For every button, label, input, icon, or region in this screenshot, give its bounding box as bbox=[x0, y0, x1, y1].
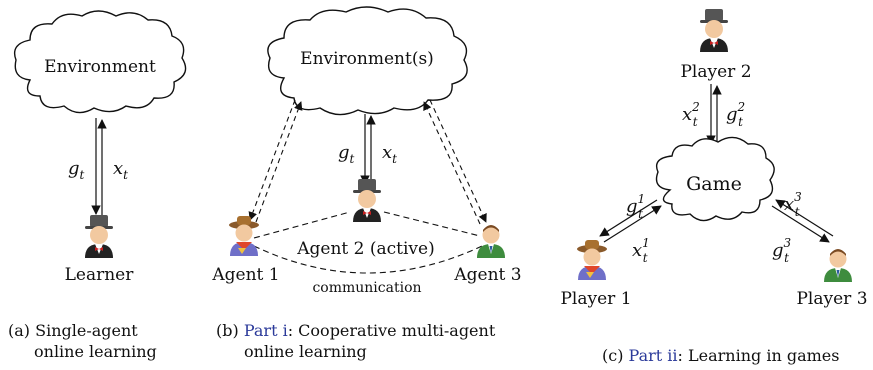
dashed-arrow bbox=[429, 99, 487, 223]
caption-tag: (a) bbox=[8, 321, 31, 340]
cloud-icon bbox=[13, 10, 187, 114]
panel-a: Environment gt xt Learner bbox=[13, 10, 187, 285]
agent2-label: Agent 2 (active) bbox=[296, 239, 434, 259]
x-label: xt bbox=[113, 158, 128, 182]
player3-label: Player 3 bbox=[796, 289, 867, 309]
caption-b: (b) Part i: Cooperative multi-agent onli… bbox=[216, 320, 495, 362]
part-one-link[interactable]: Part i bbox=[243, 321, 288, 340]
cloud-label: Environment(s) bbox=[300, 49, 434, 69]
panel-b: Environment(s) gt xt Agent 1 Agent 2 (ac… bbox=[211, 6, 522, 296]
cloud-icon bbox=[655, 136, 775, 222]
g-label: gt bbox=[68, 158, 85, 182]
dashed-arrow bbox=[248, 99, 296, 221]
arrow bbox=[771, 205, 830, 243]
cowboy-icon bbox=[577, 240, 607, 280]
agent1-label: Agent 1 bbox=[211, 265, 279, 285]
caption-text: online learning bbox=[34, 342, 157, 361]
comm-line bbox=[383, 211, 481, 237]
communication-label: communication bbox=[312, 280, 421, 296]
arrow bbox=[603, 205, 662, 243]
caption-text: online learning bbox=[244, 342, 367, 361]
tuxedo-person-icon bbox=[700, 9, 728, 52]
caption-text: Single-agent bbox=[35, 321, 138, 340]
green-person-icon bbox=[824, 249, 852, 282]
caption-text: : Learning in games bbox=[677, 346, 840, 365]
cowboy-icon bbox=[229, 216, 259, 256]
g-label: gt bbox=[338, 142, 355, 166]
caption-tag: (b) bbox=[216, 321, 239, 340]
cloud-label: Environment bbox=[44, 57, 156, 77]
green-person-icon bbox=[477, 225, 505, 258]
caption-text: : Cooperative multi-agent bbox=[287, 321, 496, 340]
tuxedo-person-icon bbox=[353, 179, 381, 222]
learner-label: Learner bbox=[65, 265, 135, 285]
caption-a: (a) Single-agent online learning bbox=[8, 320, 157, 362]
cloud-icon bbox=[267, 6, 468, 116]
x-label: xt bbox=[382, 142, 397, 166]
agent3-label: Agent 3 bbox=[453, 265, 521, 285]
tuxedo-person-icon bbox=[85, 215, 113, 258]
player1-label: Player 1 bbox=[560, 289, 631, 309]
arrow bbox=[775, 199, 834, 237]
comm-line bbox=[253, 211, 351, 239]
dashed-arrow bbox=[255, 101, 303, 223]
player2-label: Player 2 bbox=[680, 62, 751, 82]
arrow bbox=[599, 199, 658, 237]
cloud-label: Game bbox=[686, 173, 742, 195]
caption-c: (c) Part ii: Learning in games bbox=[602, 345, 839, 366]
caption-tag: (c) bbox=[602, 346, 624, 365]
part-two-link[interactable]: Part ii bbox=[628, 346, 678, 365]
dashed-arrow bbox=[423, 101, 481, 225]
comm-line bbox=[253, 245, 483, 274]
